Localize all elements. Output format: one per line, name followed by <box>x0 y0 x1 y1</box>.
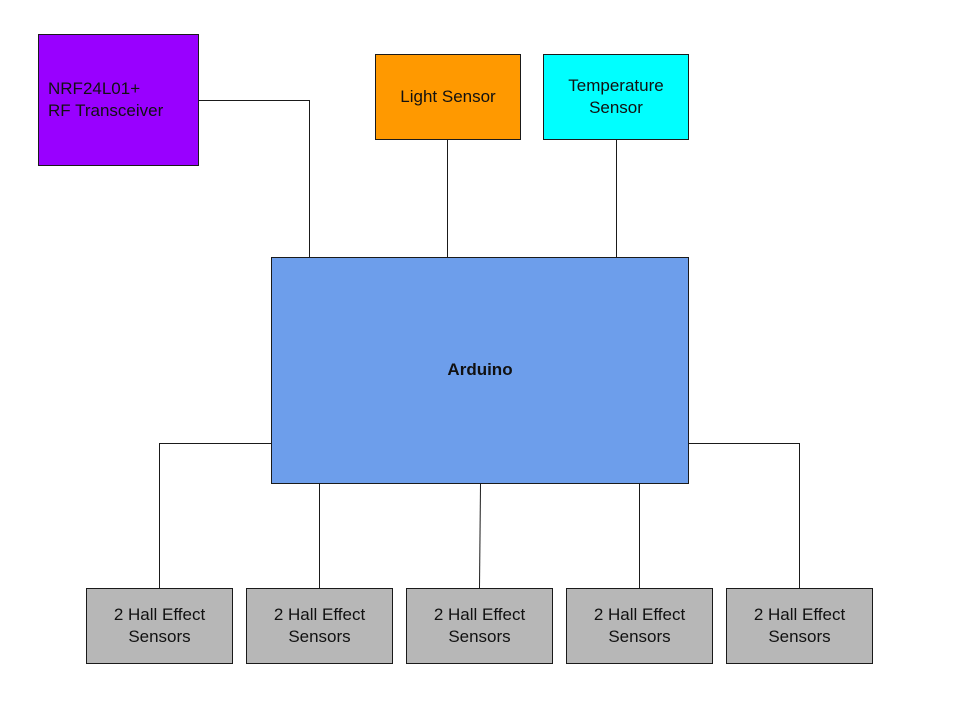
hall-sensor-label-4: 2 Hall Effect Sensors <box>593 605 686 646</box>
hall-sensor-node-1: 2 Hall Effect Sensors <box>86 588 233 664</box>
light-sensor-node: Light Sensor <box>375 54 521 140</box>
light-sensor-label: Light Sensor <box>400 87 496 106</box>
arduino-label: Arduino <box>447 359 513 379</box>
arduino-node: Arduino <box>271 257 689 484</box>
hall-sensor-label-1: 2 Hall Effect Sensors <box>113 605 206 646</box>
connector-arduino-to-hall-3 <box>479 483 481 589</box>
rf-transceiver-node: NRF24L01+ RF Transceiver <box>38 34 199 166</box>
hall-sensor-node-2: 2 Hall Effect Sensors <box>246 588 393 664</box>
hall-sensor-label-5: 2 Hall Effect Sensors <box>753 605 846 646</box>
hall-sensor-node-5: 2 Hall Effect Sensors <box>726 588 873 664</box>
rf-transceiver-label: NRF24L01+ RF Transceiver <box>48 79 164 120</box>
connector-rf-to-arduino <box>199 100 310 257</box>
temperature-sensor-label: Temperature Sensor <box>568 76 664 117</box>
hall-sensor-node-3: 2 Hall Effect Sensors <box>406 588 553 664</box>
connector-arduino-to-hall-1 <box>159 443 271 588</box>
hall-sensor-label-3: 2 Hall Effect Sensors <box>433 605 526 646</box>
hall-sensor-label-2: 2 Hall Effect Sensors <box>273 605 366 646</box>
hall-sensor-node-4: 2 Hall Effect Sensors <box>566 588 713 664</box>
temperature-sensor-node: Temperature Sensor <box>543 54 689 140</box>
connector-arduino-to-hall-5 <box>689 443 800 588</box>
